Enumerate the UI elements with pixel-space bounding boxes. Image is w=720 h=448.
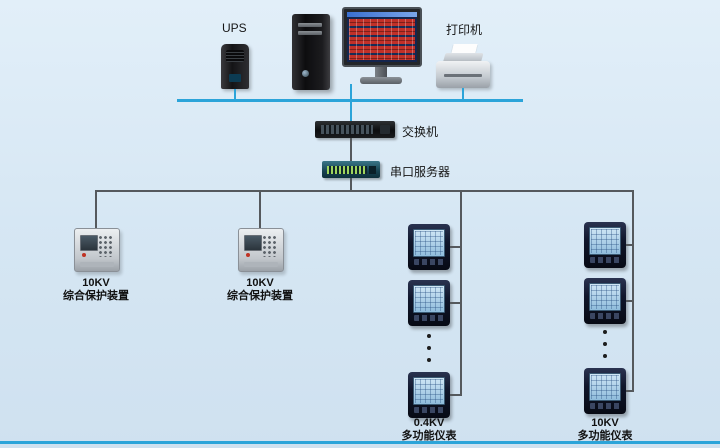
- meter-10kv-name: 多功能仪表: [577, 430, 633, 442]
- meter-buttons: [414, 315, 444, 321]
- scada-screen: [347, 12, 417, 62]
- ups-bus-wire: [234, 89, 236, 100]
- meter-04kv-2-stub: [450, 302, 460, 304]
- drive-bay: [298, 31, 322, 35]
- monitor-icon: [342, 7, 422, 67]
- monitor-stand-base: [360, 77, 402, 84]
- meter-10kv-1: [584, 222, 626, 268]
- meter-lcd: [413, 285, 445, 313]
- protection-strip: [244, 262, 278, 267]
- meter-buttons: [414, 259, 444, 265]
- meter-10kv-3-stub: [626, 390, 632, 392]
- meter-10kv-label: 10KV 多功能仪表: [545, 417, 665, 443]
- meter-buttons: [590, 403, 620, 409]
- protection-device-mid: [238, 228, 284, 272]
- meter-buttons: [414, 407, 444, 413]
- ups-device-icon: [221, 44, 249, 89]
- protection-keypad: [98, 235, 114, 257]
- screen-data-rows: [349, 19, 415, 60]
- protection-strip: [80, 262, 114, 267]
- meter-04kv-2: [408, 280, 450, 326]
- switch-label: 交换机: [402, 125, 439, 139]
- computer-bus-wire: [350, 84, 352, 100]
- meter-10kv-ellipsis: [603, 330, 607, 358]
- protection-led: [82, 253, 86, 257]
- serial-to-bus-wire: [350, 178, 352, 192]
- printer-icon: [436, 61, 490, 88]
- branch3-wire: [460, 190, 462, 396]
- drive-bay: [298, 23, 322, 27]
- branch1-wire: [95, 190, 97, 228]
- branch2-wire: [259, 190, 261, 228]
- switch-to-serial-wire: [350, 138, 352, 162]
- meter-buttons: [590, 313, 620, 319]
- meter-10kv-kv: 10KV: [591, 417, 619, 429]
- meter-lcd: [413, 229, 445, 257]
- protection-mid-label: 10KV 综合保护装置: [200, 277, 320, 303]
- computer-tower-icon: [292, 14, 330, 90]
- protection-screen: [244, 235, 262, 251]
- branch4-wire: [632, 190, 634, 392]
- screen-titlebar: [347, 12, 417, 17]
- printer-label: 打印机: [446, 23, 483, 37]
- bus-to-switch-wire: [350, 101, 352, 122]
- meter-10kv-2-stub: [626, 300, 632, 302]
- monitor-stand-neck: [375, 67, 387, 77]
- printer-bus-wire: [462, 88, 464, 100]
- meter-04kv-label: 0.4KV 多功能仪表: [369, 417, 489, 443]
- meter-04kv-ellipsis: [427, 334, 431, 362]
- distribution-bus-line: [95, 190, 634, 192]
- protection-left-label: 10KV 综合保护装置: [36, 277, 156, 303]
- protection-mid-name: 综合保护装置: [227, 290, 293, 302]
- meter-lcd: [589, 227, 621, 255]
- protection-device-left: [74, 228, 120, 272]
- serial-server-label: 串口服务器: [390, 165, 451, 179]
- meter-04kv-name: 多功能仪表: [401, 430, 457, 442]
- protection-screen: [80, 235, 98, 251]
- meter-10kv-1-stub: [626, 244, 632, 246]
- meter-04kv-1: [408, 224, 450, 270]
- meter-lcd: [413, 377, 445, 405]
- meter-lcd: [589, 283, 621, 311]
- protection-mid-kv: 10KV: [246, 277, 274, 289]
- meter-10kv-3: [584, 368, 626, 414]
- protection-led: [246, 253, 250, 257]
- meter-lcd: [589, 373, 621, 401]
- bottom-border-line: [0, 441, 720, 444]
- meter-04kv-1-stub: [450, 246, 460, 248]
- ethernet-bus-line: [177, 99, 523, 102]
- network-switch-icon: [315, 121, 395, 138]
- printer-output-slot: [444, 74, 482, 77]
- serial-port-server-icon: [322, 161, 380, 178]
- protection-left-kv: 10KV: [82, 277, 110, 289]
- protection-keypad: [262, 235, 278, 257]
- protection-left-name: 综合保护装置: [63, 290, 129, 302]
- meter-04kv-3-stub: [450, 394, 460, 396]
- meter-04kv-kv: 0.4KV: [413, 417, 445, 429]
- power-button-dot: [302, 70, 309, 77]
- ups-label: UPS: [222, 21, 247, 35]
- meter-buttons: [590, 257, 620, 263]
- meter-04kv-3: [408, 372, 450, 418]
- meter-10kv-2: [584, 278, 626, 324]
